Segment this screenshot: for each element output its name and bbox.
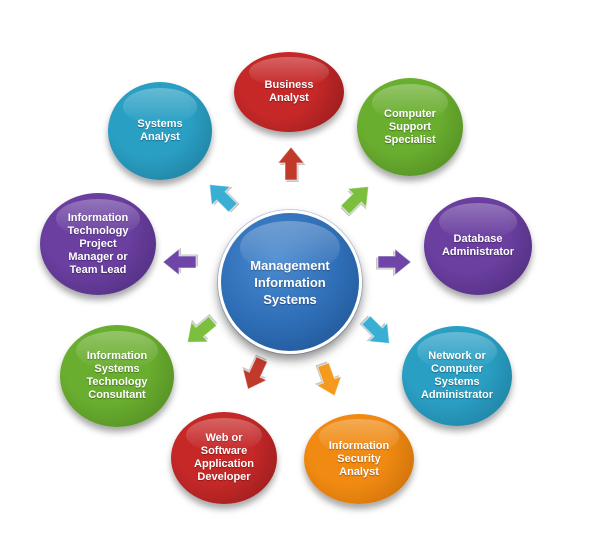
node-network-or-computer-systems-administrator: Network or Computer Systems Administrato… [402,326,512,426]
arrow-to-systems-analyst [209,184,240,213]
node-label: Network or Computer Systems Administrato… [420,350,494,401]
arrow-to-web-or-software-application-developer [242,354,269,390]
center-hub: Management Information Systems [218,210,362,354]
node-web-or-software-application-developer: Web or Software Application Developer [171,412,277,504]
arrow-to-database-administrator [376,247,412,277]
node-information-systems-technology-consultant: Information Systems Technology Consultan… [60,325,174,427]
arrow-to-information-security-analyst [314,361,343,397]
arrow-to-business-analyst [276,146,306,182]
node-label: Web or Software Application Developer [194,432,254,483]
center-hub-label: Management Information Systems [250,257,330,307]
node-label: Database Administrator [441,233,515,258]
node-database-administrator: Database Administrator [424,197,532,295]
arrow-to-computer-support-specialist [340,186,369,217]
node-computer-support-specialist: Computer Support Specialist [357,78,463,176]
node-information-security-analyst: Information Security Analyst [304,414,414,504]
arrow-to-network-or-computer-systems-administrator [359,315,390,344]
node-label: Business Analyst [264,79,314,104]
arrow-to-information-systems-technology-consultant [186,313,218,343]
node-label: Information Technology Project Manager o… [67,211,129,276]
node-label: Systems Analyst [137,118,183,143]
node-label: Information Security Analyst [328,439,390,478]
node-label: Computer Support Specialist [384,107,436,146]
node-label: Information Systems Technology Consultan… [86,350,148,401]
node-business-analyst: Business Analyst [234,52,344,132]
node-systems-analyst: Systems Analyst [108,82,212,180]
node-information-technology-project-manager-or-team-lead: Information Technology Project Manager o… [40,193,156,295]
arrow-to-information-technology-project-manager-or-team-lead [162,247,198,277]
